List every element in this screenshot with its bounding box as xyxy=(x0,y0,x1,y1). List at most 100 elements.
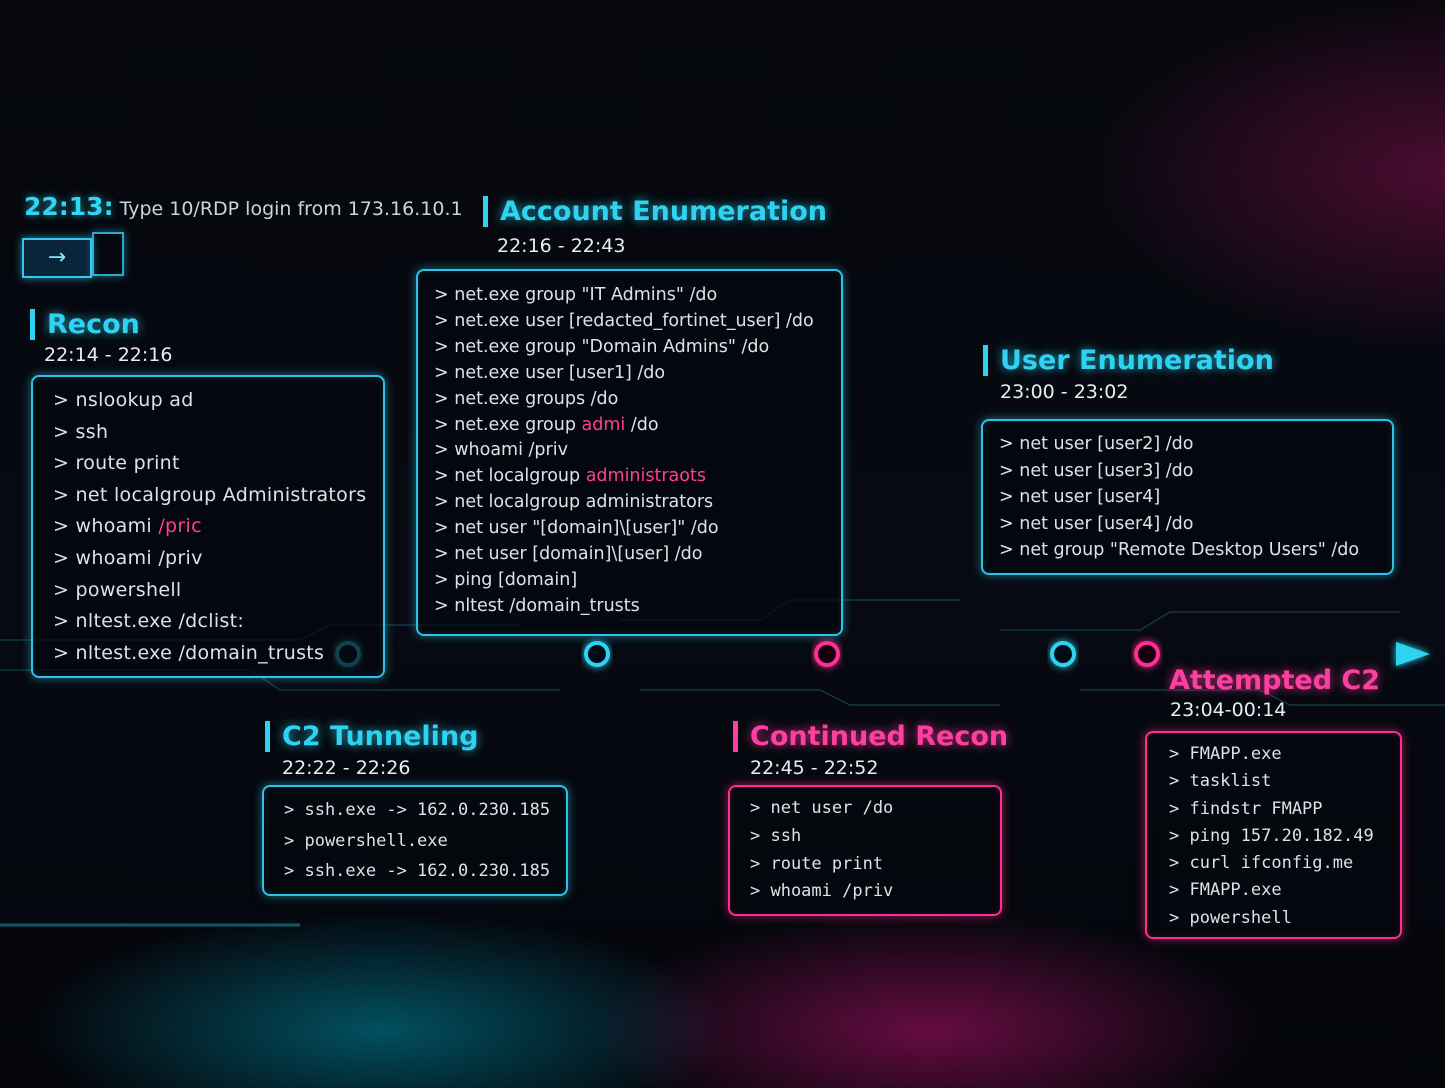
command-text: > net.exe groups /do xyxy=(434,388,619,409)
command-text: > net user [user4] xyxy=(999,487,1161,508)
command-text: > net localgroup administrators xyxy=(434,492,714,513)
timeline-node-attempted-c2 xyxy=(1134,641,1160,667)
login-time: 22:13: xyxy=(24,192,114,221)
command-line: > net user [user3] /do xyxy=(999,458,1392,485)
command-line: > curl ifconfig.me xyxy=(1169,850,1400,877)
command-text: > net user [user3] /do xyxy=(999,460,1194,481)
command-text: > route print xyxy=(53,452,180,475)
command-line: > whoami /priv xyxy=(750,878,1000,906)
command-highlight: admi xyxy=(581,414,626,435)
command-box-account-enumeration: > net.exe group "IT Admins" /do > net.exe… xyxy=(416,269,843,636)
command-line: > whoami /priv xyxy=(53,543,383,575)
phase-title-c2-tunneling: C2 Tunneling xyxy=(265,721,479,752)
command-line: > net user [user2] /do xyxy=(999,431,1392,458)
command-box-recon: > nslookup ad> ssh > route print > net loc… xyxy=(31,375,385,678)
login-icon: → xyxy=(22,232,124,278)
command-text: > powershell xyxy=(53,578,182,601)
command-text: > ssh xyxy=(750,825,802,846)
command-line: > net user /do xyxy=(750,795,1000,823)
command-box-continued-recon: > net user /do > ssh > route print > whoami… xyxy=(728,785,1002,916)
command-line: > whoami /pric xyxy=(53,511,383,543)
command-text: > whoami /priv xyxy=(53,546,203,569)
command-line: > ssh xyxy=(53,417,383,449)
command-text: > tasklist xyxy=(1169,771,1272,792)
phase-time-attempted-c2: 23:04-00:14 xyxy=(1170,699,1287,721)
command-line: > nslookup ad xyxy=(53,385,383,417)
command-line: > route print xyxy=(750,851,1000,879)
login-icon-back xyxy=(92,232,124,276)
command-text: > FMAPP.exe xyxy=(1169,744,1282,764)
command-line: > ping [domain] xyxy=(434,568,841,594)
command-text-suffix: /do xyxy=(625,414,659,435)
command-line: > net.exe groups /do xyxy=(434,387,841,413)
command-line: > net user [domain]\[user] /do xyxy=(434,542,841,568)
command-text: > nltest.exe /dclist: xyxy=(53,610,245,633)
command-line: > powershell xyxy=(1169,905,1400,932)
command-line: > ping 157.20.182.49 xyxy=(1169,823,1400,850)
command-line: > net.exe group "Domain Admins" /do xyxy=(434,335,841,361)
command-text: > powershell xyxy=(1169,907,1292,928)
command-line: > powershell xyxy=(53,575,383,607)
phase-title-account-enumeration: Account Enumeration xyxy=(483,196,827,227)
command-list-account-enumeration: > net.exe group "IT Admins" /do > net.exe… xyxy=(434,283,841,620)
command-line: > net.exe user [user1] /do xyxy=(434,361,841,387)
command-line: > ssh.exe -> 162.0.230.185 xyxy=(284,795,566,826)
phase-title-attempted-c2: Attempted C2 xyxy=(1169,665,1381,696)
command-highlight: administraots xyxy=(585,466,706,487)
command-list-attempted-c2: > FMAPP.exe > tasklist > findstr FMAPP> pi… xyxy=(1169,741,1400,932)
command-line: > FMAPP.exe xyxy=(1169,741,1400,768)
login-description: Type 10/RDP login from 173.16.10.1 xyxy=(119,198,463,220)
command-text: > net.exe group xyxy=(434,414,582,435)
timeline-arrowhead xyxy=(1396,642,1430,666)
command-text: > net.exe group "IT Admins" /do xyxy=(434,285,718,305)
phase-time-account-enumeration: 22:16 - 22:43 xyxy=(497,235,626,257)
command-line: > nltest.exe /domain_trusts xyxy=(53,638,383,670)
command-text: > nltest.exe /domain_trusts xyxy=(53,641,325,664)
command-line: > powershell.exe xyxy=(284,826,566,857)
command-highlight: /pric xyxy=(158,515,202,538)
command-line: > net group "Remote Desktop Users" /do xyxy=(999,537,1392,564)
command-text: > net.exe user [redacted_fortinet_user] … xyxy=(434,310,814,331)
command-text: > ssh.exe -> 162.0.230.185 xyxy=(284,861,551,881)
arrow-right-icon: → xyxy=(22,238,92,278)
command-line: > tasklist xyxy=(1169,768,1400,795)
command-line: > net localgroup Administrators xyxy=(53,480,383,512)
command-text: > net user [user2] /do xyxy=(999,434,1194,454)
command-line: > ssh.exe -> 162.0.230.185 xyxy=(284,856,566,887)
command-text: > net.exe group "Domain Admins" /do xyxy=(434,336,770,357)
command-line: > findstr FMAPP xyxy=(1169,796,1400,823)
command-line: > net.exe group admi /do xyxy=(434,413,841,439)
command-text: > route print xyxy=(750,853,884,874)
command-line: > net localgroup administraots xyxy=(434,464,841,490)
command-box-attempted-c2: > FMAPP.exe > tasklist > findstr FMAPP> pi… xyxy=(1145,731,1402,939)
timeline-node-continued-recon xyxy=(814,641,840,667)
command-text: > ping 157.20.182.49 xyxy=(1169,825,1374,846)
phase-time-continued-recon: 22:45 - 22:52 xyxy=(750,757,879,779)
command-text: > net user [domain]\[user] /do xyxy=(434,544,703,565)
command-line: > nltest /domain_trusts xyxy=(434,594,841,620)
command-text: > net user /do xyxy=(750,798,894,818)
phase-title-user-enumeration: User Enumeration xyxy=(983,345,1274,376)
command-text: > nltest /domain_trusts xyxy=(434,595,640,616)
login-event-header: 22:13:Type 10/RDP login from 173.16.10.1 xyxy=(24,192,463,221)
phase-time-user-enumeration: 23:00 - 23:02 xyxy=(1000,381,1129,403)
command-text: > net localgroup Administrators xyxy=(53,483,367,506)
command-line: > route print xyxy=(53,448,383,480)
command-text: > whoami xyxy=(53,515,159,538)
command-line: > net.exe group "IT Admins" /do xyxy=(434,283,841,309)
command-box-c2-tunneling: > ssh.exe -> 162.0.230.185 > powershell.e… xyxy=(262,785,568,896)
command-text: > ping [domain] xyxy=(434,569,578,590)
command-line: > FMAPP.exe xyxy=(1169,877,1400,904)
phase-title-continued-recon: Continued Recon xyxy=(733,721,1008,752)
command-text: > whoami /priv xyxy=(434,440,568,461)
command-text: > net group "Remote Desktop Users" /do xyxy=(999,540,1360,561)
command-text: > FMAPP.exe xyxy=(1169,880,1282,901)
command-text: > powershell.exe xyxy=(284,830,448,851)
command-line: > nltest.exe /dclist: xyxy=(53,606,383,638)
command-box-user-enumeration: > net user [user2] /do > net user [user3]… xyxy=(981,419,1394,575)
command-line: > net user [user4] xyxy=(999,484,1392,511)
command-list-recon: > nslookup ad> ssh > route print > net loc… xyxy=(53,385,383,669)
command-text: > net user [user4] /do xyxy=(999,513,1194,534)
command-list-continued-recon: > net user /do > ssh > route print > whoami… xyxy=(750,795,1000,906)
